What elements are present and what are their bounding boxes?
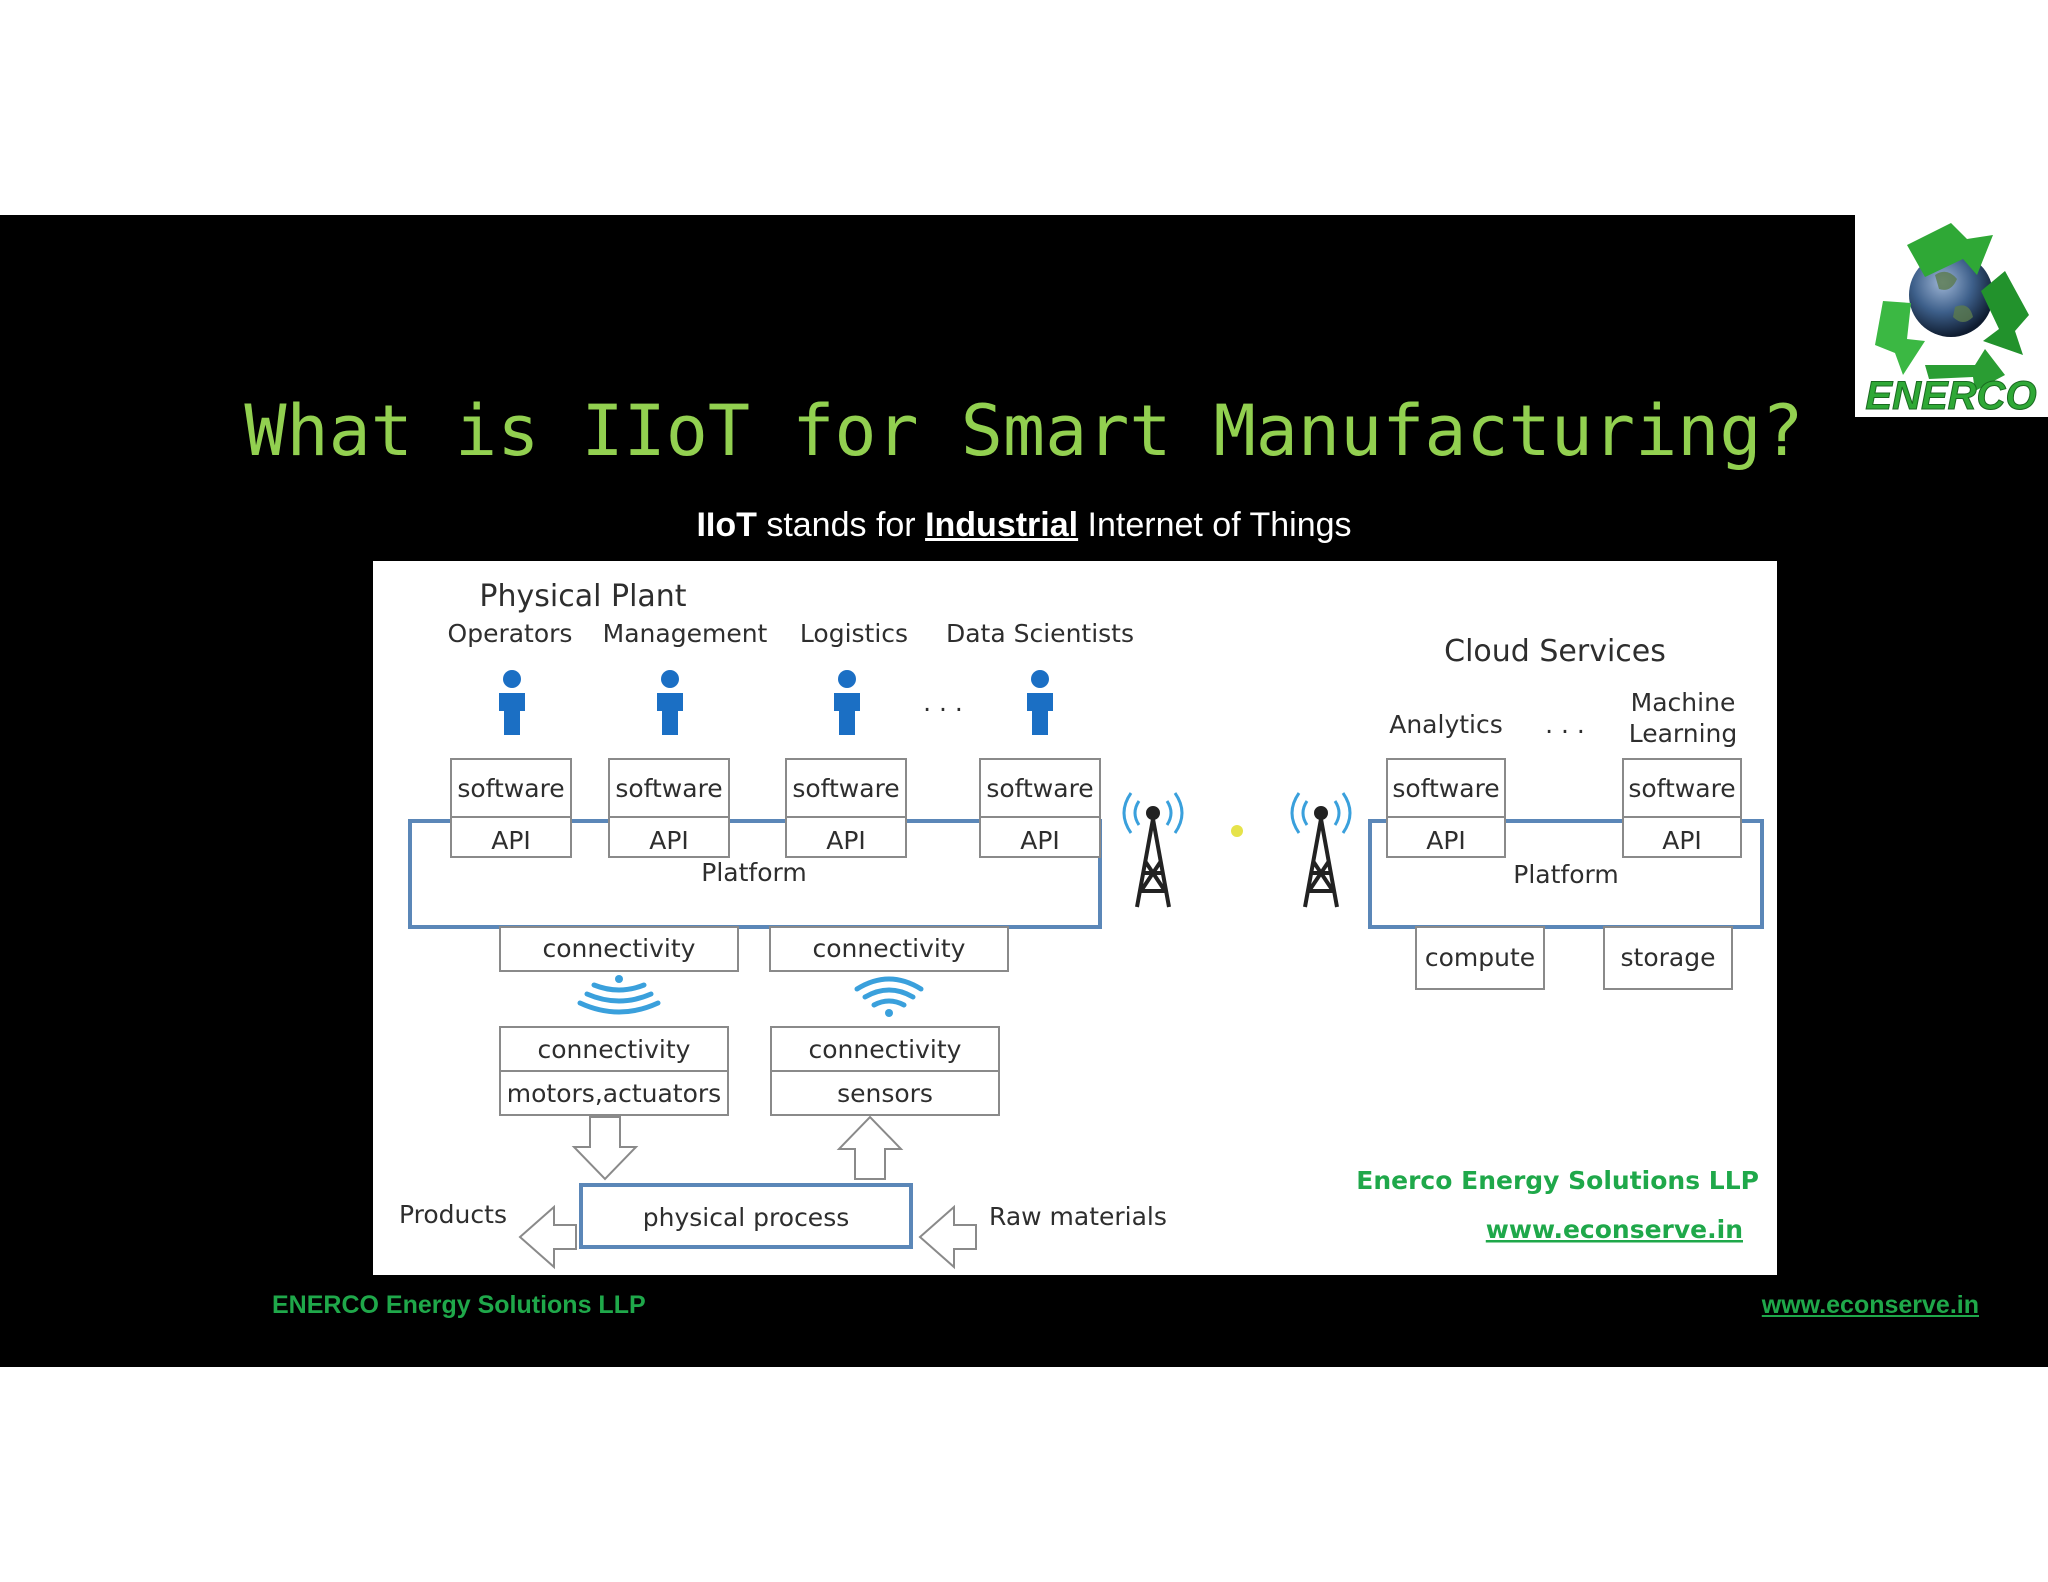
cloud-ellipsis: . . . [1545,710,1585,739]
diagram-website: www.econserve.in [1486,1215,1743,1244]
cloud-title: Cloud Services [1444,634,1666,669]
cloud-compute-box: compute [1415,926,1545,990]
raw-materials-label: Raw materials [989,1202,1167,1231]
cloud-ml-line1: Machine [1631,688,1736,717]
cloud-analytics-label: Analytics [1389,710,1503,739]
subtitle-emphasis: Industrial [925,506,1079,544]
platform-connectivity-right: connectivity [769,926,1009,972]
plant-platform-label: Platform [701,858,806,887]
person-icon-operators [499,670,525,735]
recycle-globe-icon: ENERCO [1865,223,2037,419]
role-operators: Operators [448,619,573,648]
svg-text:API: API [826,826,866,855]
svg-text:compute: compute [1425,943,1535,972]
subtitle-part2: Internet of Things [1078,506,1352,544]
software-api-data-scientists: software API [979,758,1101,858]
svg-text:API: API [1020,826,1060,855]
wifi-icon-right [854,976,924,1017]
arrow-up-icon [836,1115,904,1180]
svg-text:software: software [1628,774,1735,803]
arrow-left-raw-icon [918,1204,977,1270]
svg-text:storage: storage [1621,943,1716,972]
device-motors-actuators: connectivity motors,actuators [499,1026,729,1116]
iiot-diagram: Physical Plant Operators Management Logi… [373,561,1777,1275]
platform-connectivity-left: connectivity [499,926,739,972]
tower-icon-left [1122,792,1184,908]
svg-text:software: software [457,774,564,803]
svg-text:connectivity: connectivity [813,934,966,963]
wifi-icon-left [577,975,661,1015]
svg-text:sensors: sensors [837,1079,933,1108]
svg-text:connectivity: connectivity [538,1035,691,1064]
software-api-logistics: software API [785,758,907,858]
person-icon-management [657,670,683,735]
svg-text:API: API [649,826,689,855]
diagram-company-name: Enerco Energy Solutions LLP [1356,1166,1759,1195]
svg-text:software: software [615,774,722,803]
plant-title: Physical Plant [479,579,686,614]
svg-text:connectivity: connectivity [809,1035,962,1064]
role-logistics: Logistics [800,619,908,648]
device-sensors: connectivity sensors [770,1026,1000,1116]
role-management: Management [603,619,768,648]
svg-text:API: API [491,826,531,855]
roles-ellipsis: . . . [923,688,963,717]
slide-title: What is IIoT for Smart Manufacturing? [244,390,1804,472]
plant-platform [408,819,1102,929]
tower-icon-right [1290,792,1352,908]
svg-text:connectivity: connectivity [543,934,696,963]
svg-text:API: API [1662,826,1702,855]
svg-text:software: software [986,774,1093,803]
physical-process-box [579,1183,913,1249]
software-api-management: software API [608,758,730,858]
enerco-logo: ENERCO [1855,215,2048,419]
subtitle-abbr: IIoT [696,506,757,544]
cloud-platform [1368,819,1764,929]
person-icon-data-scientists [1027,670,1053,735]
svg-text:motors,actuators: motors,actuators [507,1079,721,1108]
software-api-machine-learning: software API [1622,758,1742,858]
signal-dot [1231,825,1243,837]
physical-process-label: physical process [643,1203,850,1232]
footer-company: ENERCO Energy Solutions LLP [272,1291,646,1319]
products-label: Products [399,1200,507,1229]
arrow-left-products-icon [518,1204,577,1270]
cloud-ml-line2: Learning [1629,719,1738,748]
arrow-down-icon [571,1116,639,1181]
cloud-storage-box: storage [1603,926,1733,990]
software-api-operators: software API [450,758,572,858]
svg-text:software: software [1392,774,1499,803]
footer-website-link[interactable]: www.econserve.in [1761,1291,1979,1319]
software-api-analytics: software API [1386,758,1506,858]
subtitle-part1: stands for [756,506,926,544]
svg-text:software: software [792,774,899,803]
person-icon-logistics [834,670,860,735]
svg-text:API: API [1426,826,1466,855]
slide-subtitle: IIoT stands for Industrial Internet of T… [0,506,2048,545]
cloud-platform-label: Platform [1513,860,1618,889]
role-data-scientists: Data Scientists [946,619,1134,648]
logo-wordmark: ENERCO [1865,374,2036,417]
